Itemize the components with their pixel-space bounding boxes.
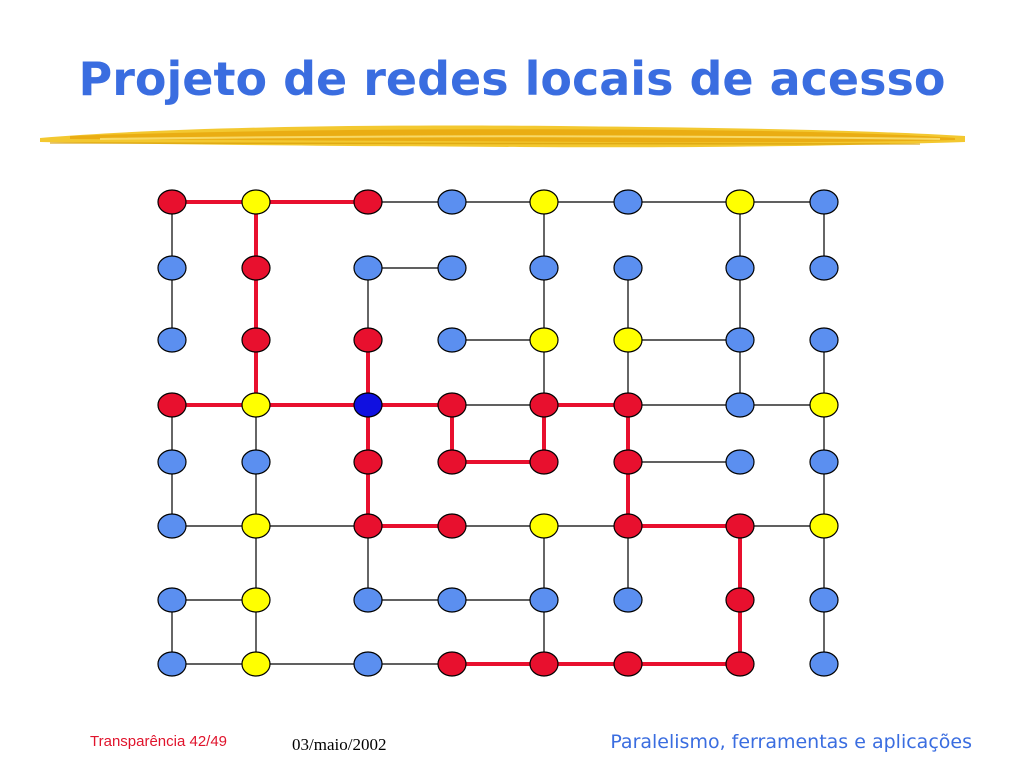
node-blue <box>241 449 271 475</box>
node-yellow <box>725 189 755 215</box>
node-blue <box>725 392 755 418</box>
node-yellow <box>809 513 839 539</box>
node-blue <box>725 327 755 353</box>
node-red <box>725 513 755 539</box>
node-yellow <box>809 392 839 418</box>
node-red <box>353 189 383 215</box>
node-yellow <box>529 189 559 215</box>
node-red <box>353 327 383 353</box>
node-blue <box>613 255 643 281</box>
node-blue <box>809 327 839 353</box>
node-blue <box>157 255 187 281</box>
node-root <box>353 392 383 418</box>
node-blue <box>529 587 559 613</box>
node-red <box>437 449 467 475</box>
node-red <box>725 651 755 677</box>
node-blue <box>437 255 467 281</box>
node-blue <box>809 651 839 677</box>
node-red <box>241 255 271 281</box>
node-blue <box>157 513 187 539</box>
nodes-layer <box>157 189 839 677</box>
node-red <box>613 392 643 418</box>
node-red <box>529 651 559 677</box>
node-yellow <box>529 327 559 353</box>
title-underline-brush <box>40 125 965 148</box>
node-blue <box>809 449 839 475</box>
node-blue <box>437 189 467 215</box>
node-blue <box>725 255 755 281</box>
node-blue <box>809 587 839 613</box>
node-red <box>613 513 643 539</box>
node-yellow <box>241 392 271 418</box>
node-blue <box>157 651 187 677</box>
node-yellow <box>241 587 271 613</box>
node-yellow <box>529 513 559 539</box>
node-red <box>613 449 643 475</box>
node-red <box>353 513 383 539</box>
node-red <box>241 327 271 353</box>
footer-course-title: Paralelismo, ferramentas e aplicações <box>610 731 972 753</box>
node-red <box>725 587 755 613</box>
node-red <box>437 513 467 539</box>
footer-slide-number: Transparência 42/49 <box>90 733 228 750</box>
node-blue <box>157 587 187 613</box>
node-red <box>613 651 643 677</box>
node-yellow <box>241 189 271 215</box>
node-blue <box>157 327 187 353</box>
node-blue <box>809 189 839 215</box>
node-blue <box>437 587 467 613</box>
node-blue <box>613 189 643 215</box>
node-yellow <box>241 513 271 539</box>
slide-title: Projeto de redes locais de acesso <box>78 52 946 106</box>
node-red <box>529 449 559 475</box>
node-yellow <box>241 651 271 677</box>
node-blue <box>353 651 383 677</box>
node-blue <box>353 255 383 281</box>
node-blue <box>809 255 839 281</box>
node-blue <box>725 449 755 475</box>
node-yellow <box>613 327 643 353</box>
node-red <box>529 392 559 418</box>
node-red <box>157 189 187 215</box>
node-red <box>437 392 467 418</box>
node-blue <box>613 587 643 613</box>
node-red <box>353 449 383 475</box>
node-blue <box>157 449 187 475</box>
node-blue <box>529 255 559 281</box>
node-blue <box>437 327 467 353</box>
footer-date: 03/maio/2002 <box>292 735 387 754</box>
node-red <box>157 392 187 418</box>
node-blue <box>353 587 383 613</box>
node-red <box>437 651 467 677</box>
